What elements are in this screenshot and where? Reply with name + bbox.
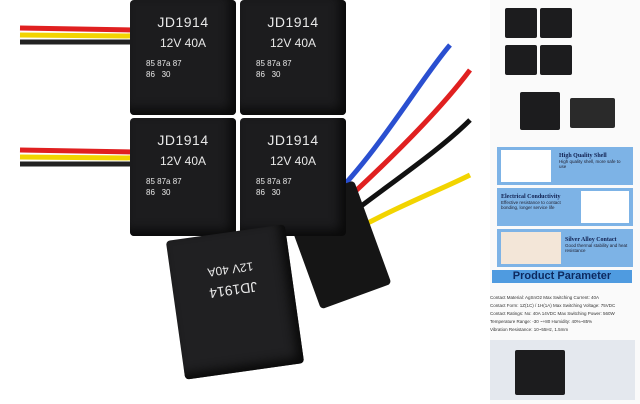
relay-rating: 12V 40A xyxy=(159,36,207,50)
feature-title: Electrical Conductivity xyxy=(501,194,561,200)
feature-panel: Silver Alloy Contact Good thermal stabil… xyxy=(497,229,633,267)
thumb-relay xyxy=(505,45,537,75)
relay-pins: 85 87a 87 86 30 xyxy=(146,177,182,197)
relay-top-left: JD1914 12V 40A 85 87a 87 86 30 xyxy=(130,0,236,115)
param-line: Temperature Range: -30 ~+80 Humidity: 40… xyxy=(490,319,593,324)
thumb-relay xyxy=(505,8,537,38)
left-wires-bottom xyxy=(19,147,136,167)
param-line: Contact Form: 1Z(1C) / 1H(1A) Max Switch… xyxy=(490,303,616,308)
relay-model: JD1914 xyxy=(267,14,319,30)
relay-top-right: JD1914 12V 40A 85 87a 87 86 30 xyxy=(240,0,346,115)
thumb-relay xyxy=(540,45,572,75)
param-line: Contact Material: AgSnO2 Max Switching C… xyxy=(490,295,600,300)
thumb-relay xyxy=(515,350,565,395)
relay-pins: 85 87a 87 86 30 xyxy=(256,59,292,79)
param-title: Product Parameter xyxy=(492,270,632,283)
feature-panel: Electrical Conductivity Effective resist… xyxy=(497,188,633,226)
param-line: Vibration Resistance: 10~55Hz, 1.5mm xyxy=(490,327,569,332)
relay-rating: 12V 40A xyxy=(269,36,317,50)
feature-desc: Effective resistance to contact bonding,… xyxy=(501,200,561,210)
relay-rating: 12V 40A xyxy=(269,154,317,168)
relay-model: JD1914 xyxy=(157,132,209,148)
feature-title: High Quality Shell xyxy=(559,153,607,159)
feature-title: Silver Alloy Contact xyxy=(565,237,617,243)
param-line: Contact Ratings: No: 40A 14VDC Max Switc… xyxy=(490,311,615,316)
relay-middle-right: JD1914 12V 40A 85 87a 87 86 30 xyxy=(240,118,346,236)
feature-desc: High quality shell, more safe to use xyxy=(559,159,621,169)
thumb-relay-wired xyxy=(520,92,560,130)
thumb-socket xyxy=(570,98,615,128)
relay-pins: 85 87a 87 86 30 xyxy=(256,177,292,197)
left-wires-top xyxy=(19,25,136,45)
thumb-relay xyxy=(540,8,572,38)
relay-model: JD1914 xyxy=(157,14,209,30)
relay-pins: 85 87a 87 86 30 xyxy=(146,59,182,79)
relay-middle-left: JD1914 12V 40A 85 87a 87 86 30 xyxy=(130,118,236,236)
relay-model: JD1914 xyxy=(267,132,319,148)
feature-panel: High Quality Shell High quality shell, m… xyxy=(497,147,633,185)
relay-rating: 12V 40A xyxy=(159,154,207,168)
relay-front: JD1914 12V 40A xyxy=(165,224,305,380)
feature-desc: Good thermal stability and heat resistan… xyxy=(565,243,628,253)
